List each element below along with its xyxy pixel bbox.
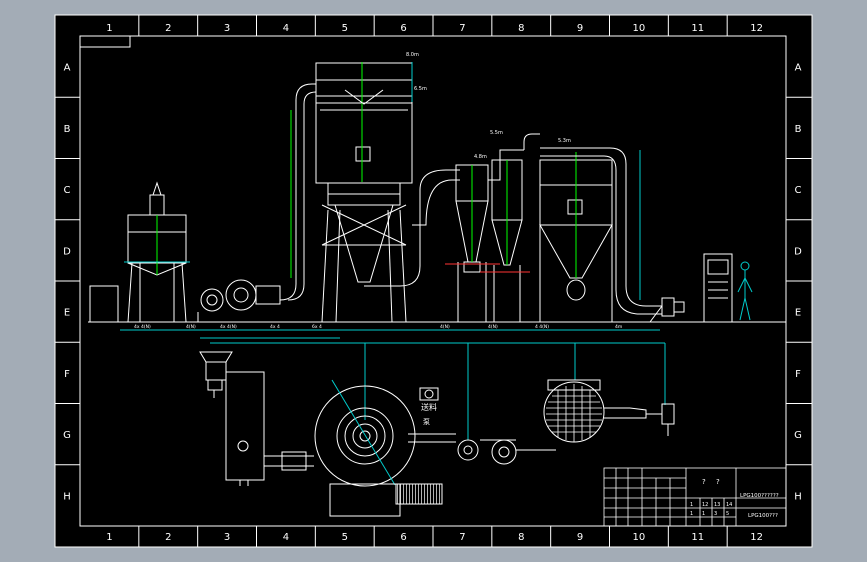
plan-labels: 送料 泵 bbox=[421, 402, 437, 426]
exhaust-fan bbox=[649, 297, 685, 323]
floor-labels: 4x 4(N) 4(N) 4x 4(N) 4x 4 6x 4 4(N) 4(N)… bbox=[134, 324, 622, 330]
elev-label-cyc2: 4.8m bbox=[474, 154, 487, 160]
grid-row-right-G: G bbox=[794, 430, 802, 441]
grid-col-bottom-5: 5 bbox=[342, 532, 348, 543]
grid-col-top-3: 3 bbox=[224, 23, 230, 34]
plan-drying-chamber bbox=[314, 379, 416, 517]
grid-row-left-B: B bbox=[64, 124, 71, 135]
grid-col-top-7: 7 bbox=[459, 23, 465, 34]
grid-row-right-D: D bbox=[794, 246, 802, 257]
grid-col-top-12: 12 bbox=[750, 23, 763, 34]
elevation-labels: 8.0m 6.5m 5.5m 4.8m 5.3m bbox=[406, 52, 571, 160]
grid-col-bottom-10: 10 bbox=[633, 532, 646, 543]
drawing-sheet bbox=[54, 14, 813, 548]
title-num-1: 1 bbox=[690, 502, 693, 508]
grid-col-bottom-3: 3 bbox=[224, 532, 230, 543]
grid-col-bottom-8: 8 bbox=[518, 532, 524, 543]
grid-col-top-6: 6 bbox=[400, 23, 406, 34]
grid-row-left-E: E bbox=[64, 308, 70, 319]
grid-col-top-5: 5 bbox=[342, 23, 348, 34]
grid-row-left-A: A bbox=[64, 63, 71, 74]
title-block-text: ? ? LPG100?????? LPG100??? 1 12 13 14 1 … bbox=[690, 478, 779, 519]
feed-tank bbox=[124, 181, 190, 323]
floor-label-3: 4x 4(N) bbox=[220, 324, 237, 330]
grid-row-left-F: F bbox=[64, 369, 70, 380]
grid-row-right-A: A bbox=[795, 63, 802, 74]
grid-col-top-8: 8 bbox=[518, 23, 524, 34]
title-num-4: 14 bbox=[726, 502, 732, 508]
grid-row-left-H: H bbox=[63, 491, 71, 502]
control-cabinet bbox=[703, 253, 733, 323]
grid-row-right-H: H bbox=[794, 491, 802, 502]
title-num-2: 12 bbox=[702, 502, 708, 508]
air-duct-left bbox=[279, 83, 317, 301]
grid-col-top-11: 11 bbox=[691, 23, 704, 34]
title-mark-1: ? bbox=[702, 478, 706, 486]
title-code-sub: LPG100??? bbox=[748, 513, 778, 519]
grid-col-top-10: 10 bbox=[633, 23, 646, 34]
floor-label-9: 4m bbox=[615, 324, 622, 330]
elev-label-top1: 8.0m bbox=[406, 52, 419, 58]
floor-label-2: 4(N) bbox=[186, 324, 196, 330]
operator-figure bbox=[737, 261, 753, 321]
grid-col-bottom-12: 12 bbox=[750, 532, 763, 543]
floor-label-1: 4x 4(N) bbox=[134, 324, 151, 330]
plan-grating bbox=[395, 483, 443, 505]
grid-row-right-C: C bbox=[795, 185, 802, 196]
grid-col-bottom-1: 1 bbox=[106, 532, 112, 543]
grid-col-top-9: 9 bbox=[577, 23, 583, 34]
grid-col-top-2: 2 bbox=[165, 23, 171, 34]
grid-col-bottom-6: 6 bbox=[400, 532, 406, 543]
title-num2-3: 3 bbox=[714, 511, 717, 517]
grid-row-right-E: E bbox=[795, 308, 801, 319]
cyclone-2 bbox=[480, 149, 530, 322]
corner-tab bbox=[79, 35, 131, 48]
cyclone-1 bbox=[445, 164, 500, 322]
plan-duct bbox=[408, 433, 556, 465]
title-num2-1: 1 bbox=[690, 511, 693, 517]
grid-col-bottom-4: 4 bbox=[283, 532, 289, 543]
grid-row-right-F: F bbox=[795, 369, 801, 380]
title-num2-2: 1 bbox=[702, 511, 705, 517]
floor-label-8: 4 4(N) bbox=[535, 324, 549, 330]
grid-col-bottom-9: 9 bbox=[577, 532, 583, 543]
title-mark-2: ? bbox=[716, 478, 720, 486]
grid-col-top-4: 4 bbox=[283, 23, 289, 34]
floor-label-7: 4(N) bbox=[488, 324, 498, 330]
grid-row-left-G: G bbox=[63, 430, 71, 441]
title-num-3: 13 bbox=[714, 502, 720, 508]
plan-bag-filter bbox=[543, 379, 675, 443]
grid-col-top-1: 1 bbox=[106, 23, 112, 34]
grid-row-right-B: B bbox=[795, 124, 802, 135]
elev-label-top2: 6.5m bbox=[414, 86, 427, 92]
title-code-main: LPG100?????? bbox=[740, 493, 779, 499]
plan-heater bbox=[225, 371, 314, 486]
elevation-view bbox=[88, 62, 786, 339]
title-block bbox=[603, 467, 787, 527]
plan-bag-hatch bbox=[546, 384, 602, 442]
plan-pump-sublabel: 泵 bbox=[423, 418, 430, 426]
drying-tower bbox=[315, 62, 421, 323]
plan-feed-tank bbox=[199, 351, 233, 398]
elev-label-fan: 5.3m bbox=[558, 138, 571, 144]
duct-to-cyclone bbox=[412, 169, 460, 226]
grid-row-left-D: D bbox=[63, 246, 71, 257]
bag-filter bbox=[523, 133, 662, 322]
elev-label-cyc1: 5.5m bbox=[490, 130, 503, 136]
floor-label-6: 4(N) bbox=[440, 324, 450, 330]
plan-pump bbox=[419, 387, 439, 401]
feed-pump bbox=[197, 279, 281, 322]
grid-col-bottom-2: 2 bbox=[165, 532, 171, 543]
title-num2-4: 5 bbox=[726, 511, 729, 517]
plan-pump-label: 送料 bbox=[421, 402, 437, 412]
grid-row-left-C: C bbox=[64, 185, 71, 196]
grid-col-bottom-11: 11 bbox=[691, 532, 704, 543]
control-box bbox=[89, 285, 119, 323]
plan-view bbox=[199, 342, 675, 517]
floor-label-4: 4x 4 bbox=[270, 324, 280, 330]
grid-col-bottom-7: 7 bbox=[459, 532, 465, 543]
floor-label-5: 6x 4 bbox=[312, 324, 322, 330]
